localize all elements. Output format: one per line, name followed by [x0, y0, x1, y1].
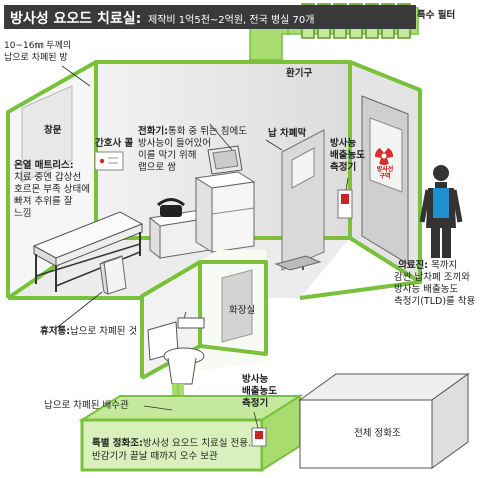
trash-bin	[99, 255, 127, 295]
meter2-line2: 배출농도	[242, 386, 277, 397]
page-subtitle: 제작비 1억5천~2억원, 전국 병실 70개	[148, 15, 315, 26]
lead-screen-label: 납 차폐막	[268, 128, 307, 139]
septic-caption-line1: 방사성 요오드 치료실 전용.	[142, 438, 252, 449]
meter1-line2: 배출농도	[330, 150, 365, 161]
page-title: 방사성 요오드 치료실:	[10, 11, 142, 27]
phone-caption-title: 전화기:	[138, 126, 169, 137]
bed-caption-line1: 치료 중엔 갑상선	[14, 172, 82, 183]
wall-note-line1: 10~16㎜ 두께의	[4, 41, 72, 51]
door-sign-text: 방사선구역	[376, 166, 394, 180]
filter-label: 특수 필터	[417, 10, 456, 21]
special-septic-tank	[78, 394, 304, 472]
meter2-line1: 방사능	[242, 374, 269, 385]
bed-caption-line3: 빠져 추위를 잘	[14, 196, 73, 207]
vent-label: 환기구	[286, 68, 313, 79]
bed-caption-title: 온열 매트리스:	[14, 160, 74, 171]
septic-caption: 특별 정화조:방사성 요오드 치료실 전용.	[92, 438, 251, 450]
nurse-call-label: 간호사 콜	[95, 138, 134, 149]
main-septic-tank	[298, 373, 470, 469]
wall-note-line2: 납으로 차폐된 방	[4, 53, 68, 63]
phone-table	[148, 198, 212, 260]
bed-caption-line2: 호르몬 부족 상태에	[14, 184, 90, 195]
pipe-label: 납으로 차폐된 배수관	[44, 400, 129, 411]
phone-caption-line4: 랩으로 쌈	[138, 162, 176, 173]
medical-staff-figure	[419, 165, 463, 258]
main-septic-label: 전체 정화조	[354, 428, 401, 439]
bin-caption-text: 납으로 차폐된 것	[70, 326, 138, 337]
bed-caption-line4: 느낌	[14, 208, 32, 219]
toilet	[147, 311, 205, 385]
staff-caption-line4: 측정기(TLD)를 착용	[394, 296, 476, 307]
lead-screen	[274, 129, 325, 271]
phone-caption-line1: 통화 중 튀는 침에도	[168, 126, 248, 137]
meter2-line3: 측정기	[242, 398, 269, 409]
staff-caption: 의료진: 목까지	[398, 260, 457, 272]
toilet-label: 화장실	[229, 305, 256, 316]
meter1-line3: 측정기	[330, 162, 357, 173]
bin-caption: 휴지통:납으로 차폐된 것	[40, 326, 137, 338]
phone-caption-line2: 방사능이 들어있어	[138, 138, 211, 149]
bed	[32, 211, 144, 292]
phone-caption-line3: 이를 막기 위해	[138, 150, 197, 161]
septic-caption-title: 특별 정화조:	[92, 438, 143, 449]
staff-caption-line3: 방사능 배출농도	[394, 284, 459, 295]
staff-caption-line2: 감싼 납차폐 조끼와	[394, 272, 470, 283]
septic-caption-line2: 반감기가 끝날 때까지 오수 보관	[92, 451, 218, 462]
window-label: 창문	[44, 125, 62, 136]
phone-caption: 전화기:통화 중 튀는 침에도	[138, 126, 247, 138]
cabinet-with-tv	[194, 145, 256, 253]
meter1-line1: 방사능	[330, 138, 357, 149]
staff-caption-title: 의료진:	[398, 260, 429, 271]
staff-caption-line1: 목까지	[431, 260, 458, 271]
title-bar	[4, 5, 416, 29]
bin-caption-title: 휴지통:	[40, 326, 71, 337]
